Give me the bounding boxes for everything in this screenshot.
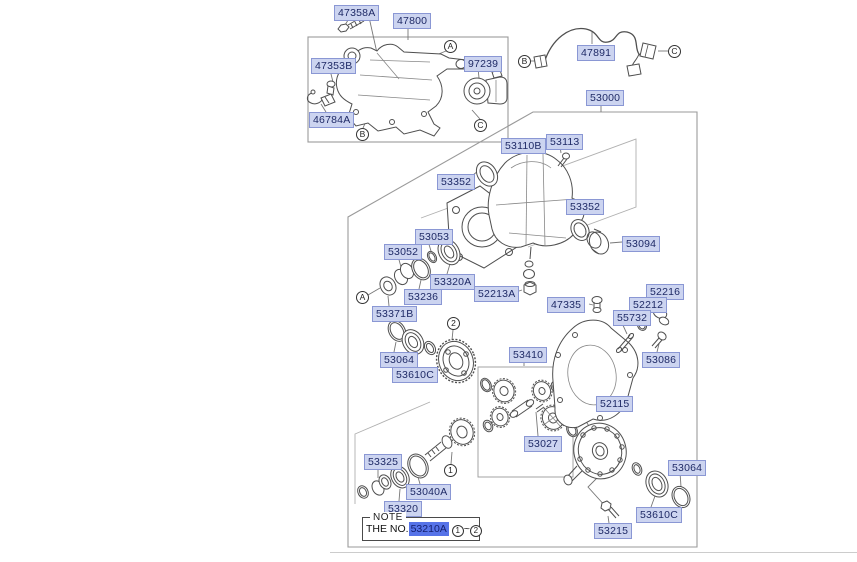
part-label-97239[interactable]: 97239 — [464, 56, 503, 72]
part-label-53352[interactable]: 53352 — [437, 174, 476, 190]
connector-46784A-drawing — [306, 89, 336, 107]
part-label-53371B[interactable]: 53371B — [372, 306, 418, 322]
pinion-shaft-drawing — [424, 417, 476, 462]
washer-small — [423, 340, 437, 356]
note-range-separator: ~ — [463, 523, 470, 535]
bolt-53215-drawing — [600, 500, 620, 519]
seal-53352-left — [475, 161, 499, 187]
part-label-52212[interactable]: 52212 — [629, 297, 668, 313]
part-label-53027[interactable]: 53027 — [524, 436, 563, 452]
bearing-53610C-left — [401, 329, 425, 355]
part-label-53410[interactable]: 53410 — [509, 347, 548, 363]
part-label-53000[interactable]: 53000 — [586, 90, 625, 106]
part-label-53236[interactable]: 53236 — [404, 289, 443, 305]
part-label-53086[interactable]: 53086 — [642, 352, 681, 368]
marker-2: 2 — [447, 317, 460, 330]
pinion-zone-line — [354, 401, 431, 504]
part-label-53053[interactable]: 53053 — [415, 229, 454, 245]
marker-A: A — [356, 291, 369, 304]
part-label-46784A[interactable]: 46784A — [309, 112, 355, 128]
carrier-assembly-drawing — [446, 151, 610, 296]
harness-47891-drawing — [533, 27, 657, 77]
pinion-bearing-train-drawing — [379, 238, 461, 296]
part-label-53320A[interactable]: 53320A — [430, 274, 476, 290]
marker-B: B — [518, 55, 531, 68]
part-label-53610C[interactable]: 53610C — [636, 507, 682, 523]
sensor-47353B-drawing — [326, 80, 336, 96]
bolt-53113-drawing — [557, 152, 570, 168]
marker-A: A — [444, 40, 457, 53]
main-assembly-box — [347, 111, 698, 548]
part-label-47335[interactable]: 47335 — [547, 297, 586, 313]
note-prefix: THE NO. — [366, 523, 409, 535]
note-text: THE NO.53210A 1~2 — [366, 522, 482, 537]
part-label-53352[interactable]: 53352 — [566, 199, 605, 215]
marker-1: 1 — [444, 464, 457, 477]
pinion-shaft — [509, 399, 545, 418]
nut-52213A-drawing — [523, 246, 537, 296]
side-gear-left — [491, 378, 517, 404]
marker-C: C — [474, 119, 487, 132]
pinion-gear-left — [489, 406, 511, 428]
part-label-53052[interactable]: 53052 — [384, 244, 423, 260]
diff-case-group-drawing — [563, 422, 691, 519]
part-label-53064[interactable]: 53064 — [380, 352, 419, 368]
diff-case — [573, 422, 627, 480]
part-label-47800[interactable]: 47800 — [393, 13, 432, 29]
bolt-53086-drawing — [651, 331, 667, 349]
part-label-53610C[interactable]: 53610C — [392, 367, 438, 383]
oring-53053 — [426, 250, 438, 264]
part-label-53064[interactable]: 53064 — [668, 460, 707, 476]
breather-47335-drawing — [591, 296, 603, 313]
ring-gear-drawing — [435, 338, 477, 384]
part-label-52213A[interactable]: 52213A — [474, 286, 520, 302]
ring-gear-group-drawing — [387, 320, 477, 384]
part-label-53215[interactable]: 53215 — [594, 523, 633, 539]
marker-C: C — [668, 45, 681, 58]
bolt-47358A-drawing — [337, 16, 365, 33]
cap-53094-drawing — [586, 228, 610, 255]
bearing-53610C-right — [645, 470, 669, 498]
part-label-53325[interactable]: 53325 — [364, 454, 403, 470]
part-label-52115[interactable]: 52115 — [596, 396, 634, 412]
drive-pinion-group-drawing — [357, 417, 476, 499]
part-label-55732[interactable]: 55732 — [613, 310, 652, 326]
nut-53371B — [379, 276, 397, 296]
part-label-53113[interactable]: 53113 — [546, 134, 584, 150]
note-range-from-marker: 1 — [451, 525, 464, 537]
part-label-53110B[interactable]: 53110B — [501, 138, 546, 154]
note-range-to-marker: 2 — [469, 525, 482, 537]
pinion-gear-top — [531, 379, 553, 403]
part-label-47358A[interactable]: 47358A — [334, 5, 380, 21]
note-title: NOTE — [370, 512, 406, 523]
note-highlighted-part[interactable]: 53210A — [408, 522, 449, 536]
part-label-53040A[interactable]: 53040A — [406, 484, 452, 500]
part-label-47353B[interactable]: 47353B — [311, 58, 357, 74]
part-label-47891[interactable]: 47891 — [577, 45, 616, 61]
part-label-53094[interactable]: 53094 — [622, 236, 661, 252]
note-box: NOTE THE NO.53210A 1~2 — [362, 512, 482, 541]
marker-B: B — [356, 128, 369, 141]
